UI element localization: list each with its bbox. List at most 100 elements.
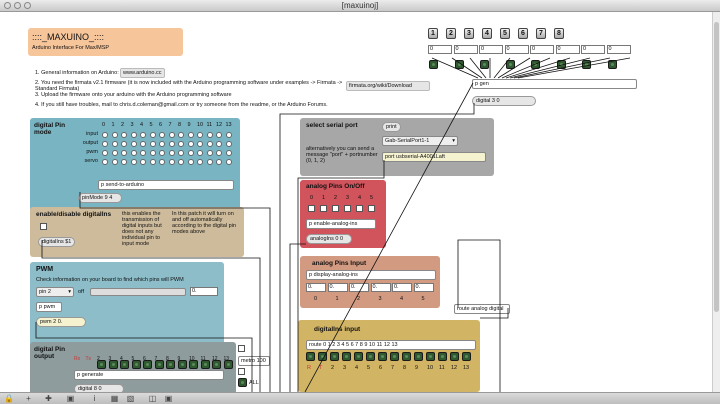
send-to-arduino-object[interactable]: p send-to-arduino	[98, 180, 234, 190]
digital-led-icon[interactable]	[505, 60, 515, 69]
digital-output-led-icon[interactable]	[166, 360, 175, 369]
digital-output-led-icon[interactable]	[143, 360, 152, 369]
pin-mode-radio[interactable]	[111, 159, 118, 165]
pin-mode-radio[interactable]	[159, 150, 165, 156]
pin-mode-radio[interactable]	[111, 132, 118, 138]
pin-mode-radio[interactable]	[168, 159, 175, 165]
pin-mode-radio[interactable]	[178, 159, 184, 165]
grid-icon[interactable]: ▦	[110, 394, 119, 403]
analog-onoff-toggle-1[interactable]	[320, 205, 327, 212]
lock-icon[interactable]: 🔒	[4, 394, 14, 403]
analog-input-value-0[interactable]: 0.	[306, 283, 326, 292]
pin-mode-radio[interactable]	[159, 132, 165, 138]
analogins-message[interactable]: analogIns 0 0	[306, 234, 352, 244]
digital-output-led-icon[interactable]	[131, 360, 141, 369]
digital-number-2[interactable]: 0	[479, 45, 503, 54]
table-icon[interactable]: ◫	[148, 394, 157, 403]
pwm-value[interactable]: 0.	[190, 287, 218, 296]
digital-button-2[interactable]: 2	[446, 28, 456, 39]
analog-input-value-5[interactable]: 0.	[413, 283, 434, 292]
pin-mode-radio[interactable]	[187, 132, 194, 138]
digital-led-icon[interactable]	[607, 60, 617, 69]
pwm-pin-menu[interactable]: pin 2▾	[36, 287, 74, 297]
new-object-icon[interactable]: ✚	[45, 394, 52, 403]
enable-digital-toggle[interactable]	[40, 223, 47, 230]
layers-icon[interactable]: ▧	[126, 394, 135, 403]
digital-led-icon[interactable]	[480, 60, 489, 69]
pwm-message[interactable]: pwm 2 0.	[36, 317, 86, 327]
serial-port-menu[interactable]: Gab-SerialPort1-1▾	[382, 136, 458, 146]
minimize-window-icon[interactable]	[14, 2, 21, 9]
digital-output-led-icon[interactable]	[97, 360, 106, 369]
pin-mode-radio[interactable]	[206, 150, 213, 156]
zoom-window-icon[interactable]	[24, 2, 31, 9]
pin-mode-radio[interactable]	[187, 159, 194, 165]
pin-mode-radio[interactable]	[130, 141, 137, 147]
analog-onoff-toggle-0[interactable]	[308, 205, 315, 212]
info-icon[interactable]: i	[93, 394, 96, 403]
patcher-canvas[interactable]: ::::_MAXUINO_:::: Arduino Interface For …	[0, 12, 712, 392]
digital-led-icon[interactable]	[429, 60, 438, 69]
print-button[interactable]: print	[382, 122, 401, 132]
digital-number-0[interactable]: 0	[428, 45, 452, 54]
pin-mode-radio[interactable]	[130, 159, 137, 165]
pin-mode-radio[interactable]	[216, 150, 222, 156]
pin-mode-radio[interactable]	[149, 141, 156, 147]
pin-mode-radio[interactable]	[197, 141, 203, 147]
route-digital-object[interactable]: route 0 1 2 3 4 5 6 7 8 9 10 11 12 13	[306, 340, 476, 350]
digital-output-led-icon[interactable]	[200, 360, 210, 369]
pin-mode-radio[interactable]	[121, 132, 127, 138]
pin-mode-radio[interactable]	[187, 141, 194, 147]
digital-output-led-icon[interactable]	[177, 360, 187, 369]
digital-button-7[interactable]: 7	[536, 28, 546, 39]
digital-button-4[interactable]: 4	[482, 28, 492, 39]
digital-output-led-icon[interactable]	[154, 360, 164, 369]
firmata-link[interactable]: firmata.org/wiki/Download	[346, 81, 430, 91]
digital-output-led-icon[interactable]	[223, 360, 233, 369]
digital-number-1[interactable]: 0	[453, 45, 478, 54]
digital-output-message[interactable]: digital 8 0	[74, 384, 124, 392]
pin-mode-radio[interactable]	[225, 141, 232, 147]
presentation-icon[interactable]: ▣	[66, 394, 75, 403]
pin-mode-radio[interactable]	[149, 132, 156, 138]
pin-mode-radio[interactable]	[140, 141, 146, 147]
analog-onoff-toggle-2[interactable]	[332, 205, 339, 212]
pin-mode-radio[interactable]	[168, 141, 175, 147]
analog-input-value-3[interactable]: 0.	[370, 283, 391, 292]
pinmode-message[interactable]: pinMode 9 4	[78, 193, 122, 203]
digital-output-led-icon[interactable]	[120, 360, 129, 369]
digital-number-4[interactable]: 0	[530, 45, 554, 54]
all-toggle[interactable]	[238, 368, 245, 375]
pin-mode-radio[interactable]	[159, 141, 165, 147]
pin-mode-radio[interactable]	[149, 159, 156, 165]
pin-mode-radio[interactable]	[206, 141, 213, 147]
pin-mode-radio[interactable]	[178, 150, 184, 156]
pin-mode-radio[interactable]	[130, 132, 137, 138]
analog-onoff-toggle-4[interactable]	[356, 205, 363, 212]
close-window-icon[interactable]	[4, 2, 11, 9]
pin-mode-radio[interactable]	[102, 132, 108, 138]
scrollbar-thumb[interactable]	[714, 22, 719, 312]
pin-mode-radio[interactable]	[206, 159, 213, 165]
digital-output-led-icon[interactable]	[189, 360, 198, 369]
pin-mode-radio[interactable]	[225, 159, 232, 165]
generate-object[interactable]: p generate	[74, 370, 224, 380]
digital-output-led-icon[interactable]	[108, 360, 118, 369]
pin-mode-radio[interactable]	[140, 150, 146, 156]
pin-mode-radio[interactable]	[187, 150, 194, 156]
pwm-slider[interactable]	[90, 288, 186, 296]
vertical-scrollbar[interactable]	[712, 12, 720, 392]
digital-number-5[interactable]: 0	[555, 45, 580, 54]
enable-analog-ins-object[interactable]: p enable-analog-ins	[306, 219, 376, 229]
pin-mode-radio[interactable]	[102, 159, 108, 165]
pin-mode-radio[interactable]	[121, 141, 127, 147]
pin-mode-radio[interactable]	[168, 150, 175, 156]
arduino-link[interactable]: www.arduino.cc	[120, 68, 165, 78]
pin-mode-radio[interactable]	[111, 141, 118, 147]
pin-mode-radio[interactable]	[111, 150, 118, 156]
pin-mode-radio[interactable]	[178, 132, 184, 138]
pin-mode-radio[interactable]	[159, 159, 165, 165]
analog-input-value-1[interactable]: 0.	[327, 283, 348, 292]
all-led-icon[interactable]	[238, 378, 247, 387]
digital-message[interactable]: digital 3 0	[472, 96, 536, 106]
